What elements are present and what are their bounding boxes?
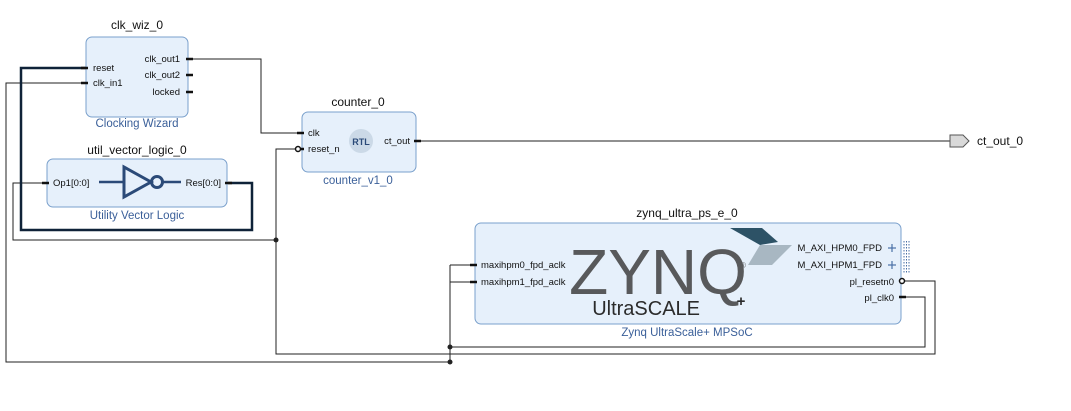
zynq-body[interactable]: [474, 222, 902, 325]
junction-dots: [273, 237, 453, 365]
port-label-ct-out: ct_out: [384, 136, 410, 147]
port-label-maxihpm1: maxihpm1_fpd_aclk: [481, 277, 566, 288]
port-label-maxihpm0: maxihpm0_fpd_aclk: [481, 260, 566, 271]
clk-wiz-block[interactable]: clk_wiz_0 reset clk_in1 clk_out1 clk_out…: [81, 18, 193, 130]
output-port-arrow-icon[interactable]: [949, 134, 970, 148]
junction-clk-upper: [447, 344, 453, 350]
port-label-reset-n: reset_n: [308, 144, 340, 155]
port-label-clk-out1: clk_out1: [145, 54, 180, 65]
port-label-m-axi-hpm0: M_AXI_HPM0_FPD: [798, 243, 883, 254]
counter-block[interactable]: counter_0 clk reset_n ct_out RTL counter…: [294, 95, 422, 187]
logo-ultrascale-text: UltraSCALE: [592, 298, 700, 320]
zynq-ip-name: Zynq UltraScale+ MPSoC: [621, 327, 752, 339]
counter-instance-name: counter_0: [331, 95, 385, 109]
port-label-reset: reset: [93, 63, 114, 74]
zynq-ultrascale-logo: ZYNQ ® UltraSCALE +: [569, 228, 792, 320]
port-label-res: Res[0:0]: [186, 178, 221, 189]
axi-bus-pin-icon[interactable]: [903, 241, 910, 273]
port-label-locked: locked: [153, 87, 180, 98]
not-gate-icon: [99, 164, 181, 200]
port-label-clk: clk: [308, 128, 320, 139]
port-label-op1: Op1[0:0]: [53, 178, 89, 189]
expand-hpm0-icon[interactable]: [888, 244, 896, 252]
wires: [5, 58, 950, 363]
port-label-clk-out2: clk_out2: [145, 70, 180, 81]
util-vector-logic-ip-name: Utility Vector Logic: [90, 210, 185, 222]
port-label-clk-in1: clk_in1: [93, 78, 123, 89]
clk-wiz-ip-name: Clocking Wizard: [95, 118, 178, 130]
junction-reset: [273, 237, 279, 243]
net-pl-resetn0[interactable]: [12, 148, 936, 355]
counter-ip-name: counter_v1_0: [323, 175, 393, 187]
logo-registered-mark: ®: [740, 261, 746, 270]
rtl-badge-label: RTL: [352, 137, 370, 147]
external-port-label: ct_out_0: [977, 134, 1023, 148]
port-label-pl-clk0: pl_clk0: [864, 293, 894, 304]
zynq-instance-name: zynq_ultra_ps_e_0: [636, 206, 738, 220]
junction-clk-lower: [447, 359, 453, 365]
logo-plus-text: +: [737, 293, 746, 310]
pin-reset-n-inverter[interactable]: [294, 145, 302, 153]
rtl-badge-icon: RTL: [349, 129, 373, 153]
logo-chevron-dark-icon: [730, 228, 778, 245]
logo-chevron-light-icon: [748, 245, 792, 265]
util-vector-logic-block[interactable]: util_vector_logic_0 Op1[0:0] Res[0:0] Ut…: [42, 143, 232, 222]
port-label-m-axi-hpm1: M_AXI_HPM1_FPD: [798, 260, 883, 271]
zynq-block[interactable]: zynq_ultra_ps_e_0 maxihpm0_fpd_aclk maxi…: [470, 206, 910, 339]
logo-zynq-text: ZYNQ: [569, 236, 747, 308]
clk-wiz-instance-name: clk_wiz_0: [111, 18, 163, 32]
pin-pl-resetn0[interactable]: [898, 277, 906, 285]
net-clk-out1[interactable]: [190, 58, 302, 134]
net-res-to-reset[interactable]: [19, 66, 254, 232]
port-label-pl-resetn0: pl_resetn0: [850, 277, 894, 288]
external-port-ct-out[interactable]: ct_out_0: [949, 134, 1023, 148]
util-vector-logic-instance-name: util_vector_logic_0: [87, 143, 187, 157]
net-pl-clk0[interactable]: [5, 82, 926, 363]
expand-hpm1-icon[interactable]: [888, 261, 896, 269]
clk-wiz-body[interactable]: [85, 36, 189, 118]
